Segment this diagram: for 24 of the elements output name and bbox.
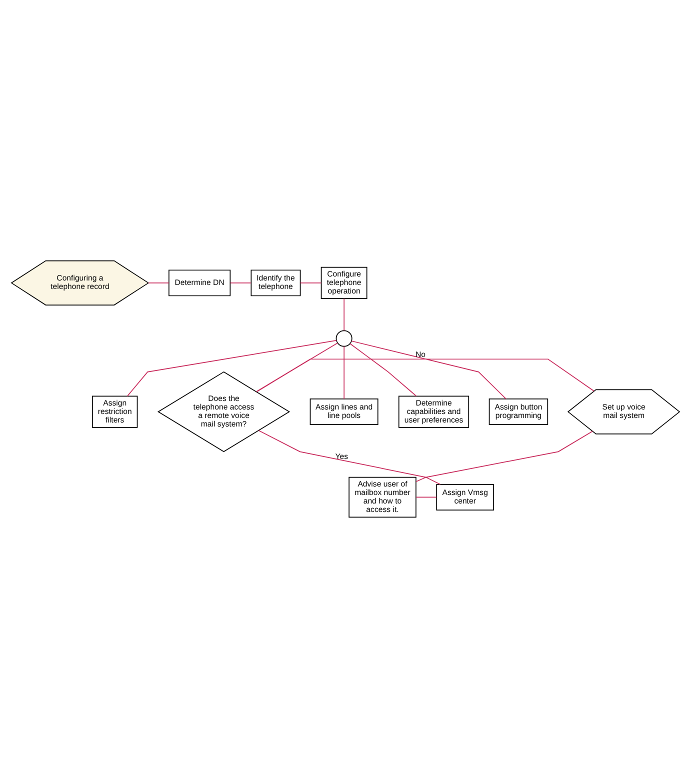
node-box: Determine DN	[168, 270, 231, 296]
connector	[256, 342, 338, 392]
node-box: Assign Vmsg center	[436, 484, 494, 510]
connector	[300, 282, 322, 284]
node-box: Advise user of mailbox number and how to access it.	[348, 476, 416, 518]
connector	[416, 496, 437, 498]
connector	[256, 358, 594, 392]
node-box: Assign restriction filters	[92, 396, 138, 428]
connector	[126, 340, 337, 396]
node-circle	[336, 330, 352, 347]
node-diamond: Does the telephone access a remote voice mail system?	[157, 371, 290, 452]
connector	[351, 340, 506, 400]
node-box: Assign button programming	[488, 398, 548, 426]
connector	[230, 282, 252, 284]
connector	[148, 282, 170, 284]
connector	[350, 343, 417, 396]
connector	[416, 430, 593, 482]
node-box: Assign lines and line pools	[310, 398, 378, 426]
node-box: Identify the telephone	[250, 270, 301, 296]
connector	[258, 430, 441, 485]
node-box: Configure telephone operation	[320, 266, 368, 300]
node-box: Determine capabilities and user preferences	[398, 396, 470, 428]
edge-label: Yes	[335, 452, 348, 462]
edge-label: No	[415, 350, 426, 359]
